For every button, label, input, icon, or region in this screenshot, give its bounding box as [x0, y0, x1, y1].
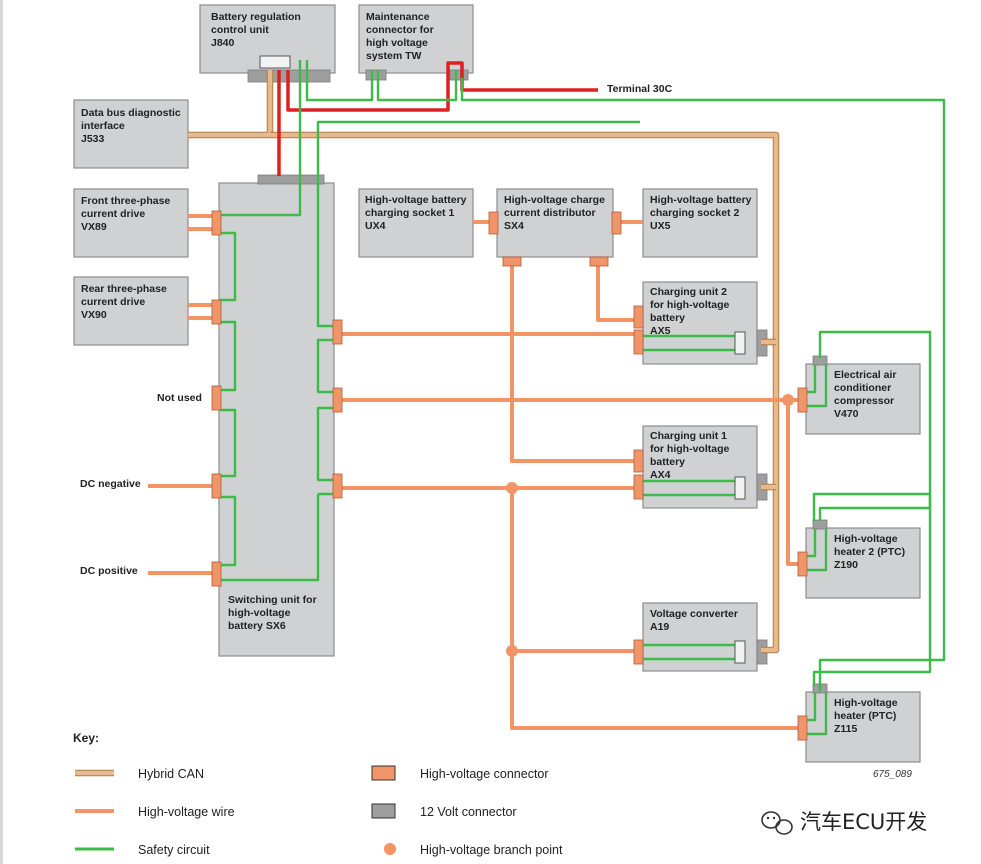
sx6-hv-out-1: [332, 319, 343, 345]
ax4-hv-in-2: [633, 474, 644, 500]
branch-point-a19: [506, 645, 518, 657]
label-sx6: Switching unit for high-voltage battery …: [228, 594, 320, 632]
twelve-volt-tabs: [247, 69, 828, 694]
page-edge: [0, 0, 3, 864]
safety-a19-loop: [637, 643, 737, 661]
label-z190: High-voltage heater 2 (PTC) Z190: [834, 533, 908, 571]
z190-hv-in: [797, 551, 808, 577]
sx6-hv-dc-neg: [211, 473, 222, 499]
label-dc-positive: DC positive: [80, 565, 138, 577]
sx4-hv-in-ux5: [611, 211, 622, 235]
side-labels: Terminal 30C Not used DC negative DC pos…: [80, 83, 673, 577]
legend-swatch-hv-connector: [371, 765, 396, 781]
legend-12v-connector: 12 Volt connector: [420, 805, 517, 819]
hv-sx4-ax4: [510, 262, 636, 463]
box-vx89: [73, 188, 189, 258]
safety-v470-loop: [818, 330, 932, 521]
hv-branch-points: [506, 394, 794, 657]
sx6-hv-vx89: [211, 210, 222, 236]
box-labels: Battery regulation control unit J840 Mai…: [81, 11, 908, 735]
z115-hv-in: [797, 715, 808, 741]
legend-swatch-12v: [371, 803, 396, 819]
sx6-hv-vx90: [211, 299, 222, 325]
watermark: 汽车ECU开发: [761, 810, 927, 835]
sx4-hv-out-2: [589, 256, 609, 267]
sx6-hv-dc-pos: [211, 561, 222, 587]
label-vx90: Rear three-phase current drive VX90: [81, 283, 170, 321]
sx6-hv-not-used: [211, 385, 222, 411]
safety-circuit: [218, 60, 946, 736]
branch-point-v470: [782, 394, 794, 406]
boxes: [73, 4, 921, 763]
ax5-hv-in: [633, 305, 644, 329]
label-j533: Data bus diagnostic interface J533: [81, 107, 184, 145]
watermark-text: 汽车ECU开发: [800, 810, 927, 834]
ax4-plug: [734, 476, 746, 500]
label-v470: Electrical air conditioner compressor V4…: [834, 369, 899, 420]
hv-sx4-ax5: [596, 262, 636, 322]
j840-plug: [259, 55, 291, 69]
safety-sx6-left: [218, 215, 320, 582]
label-j840: Battery regulation control unit J840: [211, 11, 304, 49]
sx6-hv-out-3: [332, 473, 343, 499]
legend-title: Key:: [73, 731, 99, 745]
label-ax4: Charging unit 1 for high-voltage battery…: [650, 430, 732, 481]
hybrid-can-wires: [188, 70, 780, 654]
legend-hybrid-can: Hybrid CAN: [138, 767, 204, 781]
tw-12v-connector: [365, 69, 387, 81]
legend-swatch-branch-point: [384, 843, 396, 855]
safety-ax4-loop: [637, 479, 737, 497]
safety-top-run: [220, 60, 302, 217]
legend-hv-connector: High-voltage connector: [420, 767, 549, 781]
label-ux5: High-voltage battery charging socket 2 U…: [650, 194, 754, 232]
hv-wires: [148, 214, 800, 730]
box-vx90: [73, 276, 189, 346]
safety-loop-tw: [305, 60, 458, 102]
safety-outer: [460, 78, 946, 692]
safety-sx6-right: [316, 120, 640, 496]
label-a19: Voltage converter A19: [650, 608, 741, 633]
figure-number: 675_089: [873, 769, 912, 780]
ax5-plug: [734, 331, 746, 355]
label-terminal-30c: Terminal 30C: [607, 83, 673, 95]
branch-point-ax4: [506, 482, 518, 494]
a19-plug: [734, 640, 746, 664]
ax5-hv-in-2: [633, 329, 644, 355]
sx4-hv-in-ux4: [488, 211, 499, 235]
can-bus-fill: [270, 132, 779, 653]
label-z115: High-voltage heater (PTC) Z115: [834, 697, 901, 735]
box-ux5: [642, 188, 758, 258]
sx6-12v-connector: [257, 174, 325, 185]
label-vx89: Front three-phase current drive VX89: [81, 195, 173, 233]
sx6-hv-out-2: [332, 387, 343, 413]
sx4-hv-out-1: [502, 256, 522, 267]
hv-v470-z190: [786, 400, 800, 566]
box-sx4: [496, 188, 614, 258]
plugs: [259, 55, 746, 664]
box-sx6: [218, 182, 335, 657]
safety-ax5-loop: [637, 334, 737, 352]
wechat-icon: [761, 811, 793, 835]
a19-hv-in: [633, 639, 644, 665]
ax4-hv-in: [633, 449, 644, 473]
tw-12v-connector-2: [449, 69, 469, 81]
label-not-used: Not used: [157, 392, 202, 404]
label-sx4: High-voltage charge current distributor …: [504, 194, 608, 232]
safety-z190-loop: [812, 492, 932, 686]
legend-safety-circuit: Safety circuit: [138, 843, 210, 857]
hv-branch-down: [510, 488, 800, 730]
legend-hv-wire: High-voltage wire: [138, 805, 235, 819]
legend-hv-branch-point: High-voltage branch point: [420, 843, 563, 857]
legend: Key: Hybrid CAN High-voltage wire Safety…: [73, 731, 563, 857]
label-ax5: Charging unit 2 for high-voltage battery…: [650, 286, 732, 337]
v470-hv-in: [797, 387, 808, 413]
z190-12v-connector: [812, 519, 828, 530]
hv-connectors: [211, 210, 808, 741]
label-ux4: High-voltage battery charging socket 1 U…: [365, 194, 469, 232]
label-dc-negative: DC negative: [80, 478, 141, 490]
label-tw: Maintenance connector for high voltage s…: [366, 11, 437, 62]
box-ux4: [358, 188, 474, 258]
